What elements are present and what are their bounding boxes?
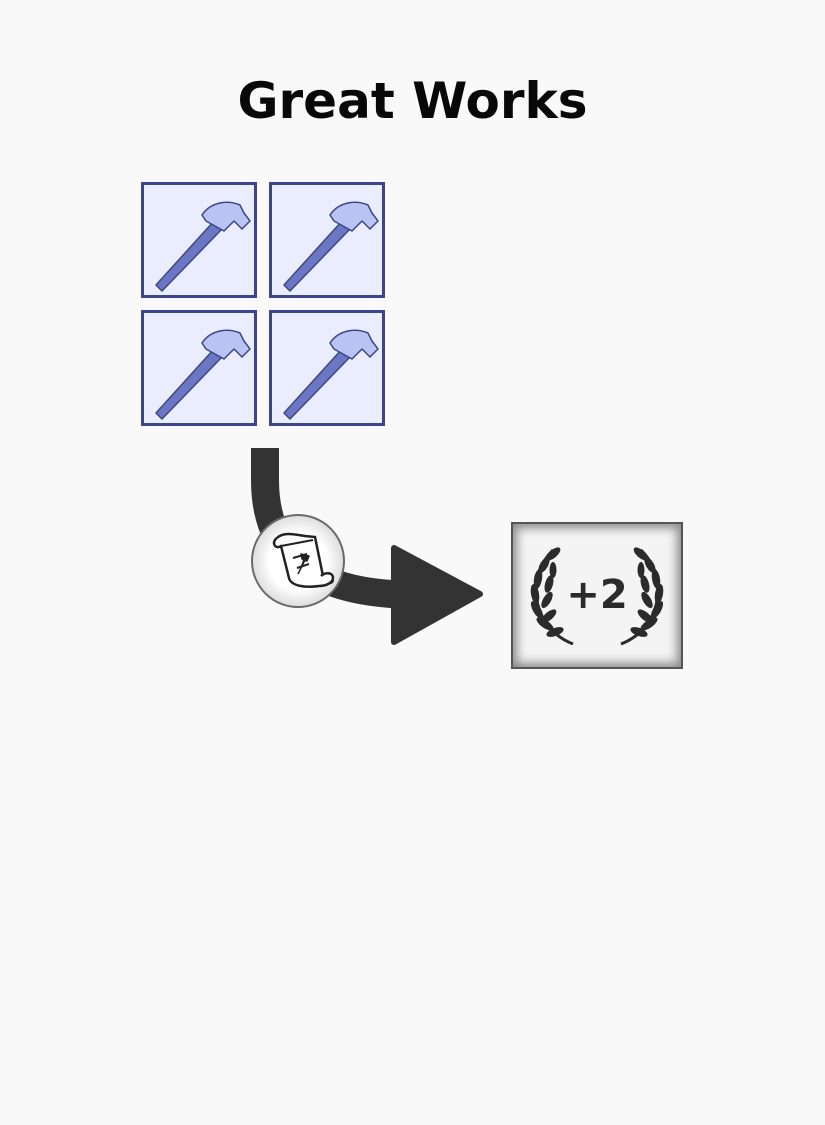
- hammer-tile: [269, 182, 385, 298]
- hammer-icon: [283, 329, 379, 420]
- hammer-tile: [141, 182, 257, 298]
- laurel-wreath-icon: [530, 547, 664, 646]
- hammer-icon: [155, 201, 251, 292]
- card-title: Great Works: [237, 72, 588, 130]
- cost-grid: [141, 182, 387, 428]
- hammer-icon: [155, 329, 251, 420]
- hammer-icon: [283, 201, 379, 292]
- hammer-tile: [141, 310, 257, 426]
- scroll-icon: [272, 532, 335, 588]
- scroll-token: [251, 514, 345, 608]
- reward-value: +2: [566, 572, 628, 618]
- reward-box: +2: [511, 522, 683, 669]
- hammer-tile: [269, 310, 385, 426]
